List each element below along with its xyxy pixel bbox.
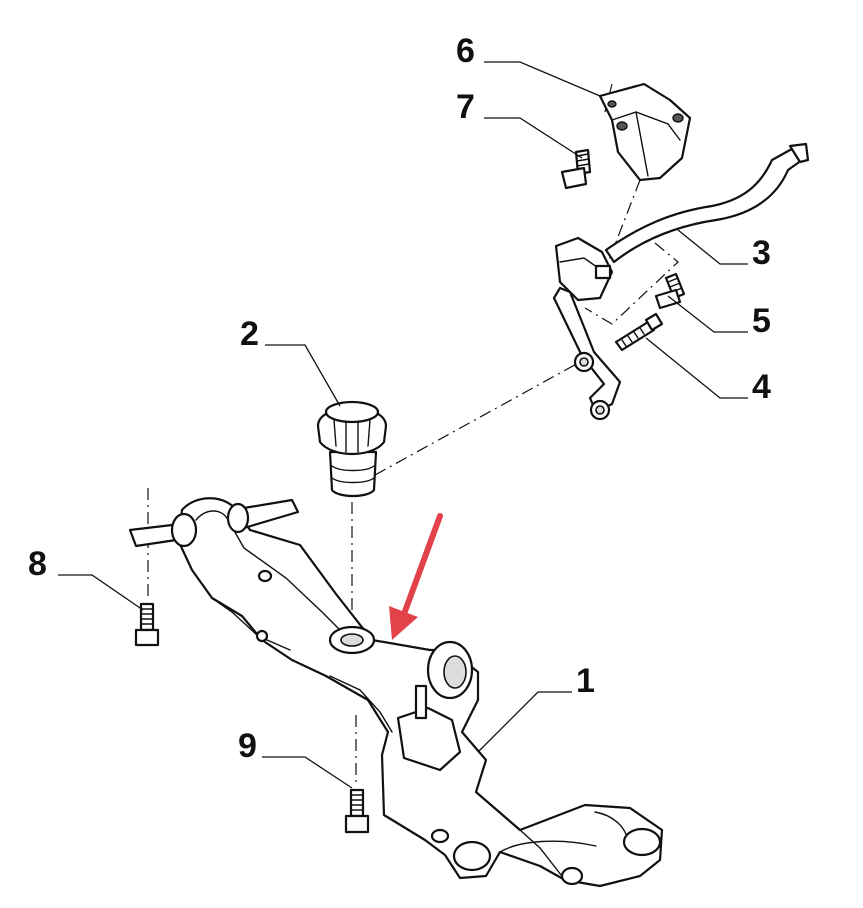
callout-2: 2 [240,315,259,353]
bump-stop-part-2 [316,400,388,498]
bolt-part-7 [560,148,592,190]
bolt-part-5 [654,272,686,310]
bracket-part-6 [598,82,692,182]
callout-leaders [58,61,748,789]
callout-3: 3 [752,234,771,272]
bolt-part-8 [134,602,160,647]
callout-6: 6 [456,32,475,70]
callout-4: 4 [752,368,771,406]
bolt-part-4 [614,312,664,352]
bolt-part-9 [344,788,370,834]
callout-8: 8 [28,545,47,583]
callout-labels: 6 7 3 5 4 2 8 9 1 [28,32,771,765]
callout-9: 9 [238,727,257,765]
callout-1: 1 [576,662,595,700]
subframe-part-1 [128,497,664,888]
callout-7: 7 [456,88,475,126]
anti-roll-bar-part-3 [552,142,810,421]
callout-5: 5 [752,302,771,340]
highlight-arrow [389,513,443,640]
